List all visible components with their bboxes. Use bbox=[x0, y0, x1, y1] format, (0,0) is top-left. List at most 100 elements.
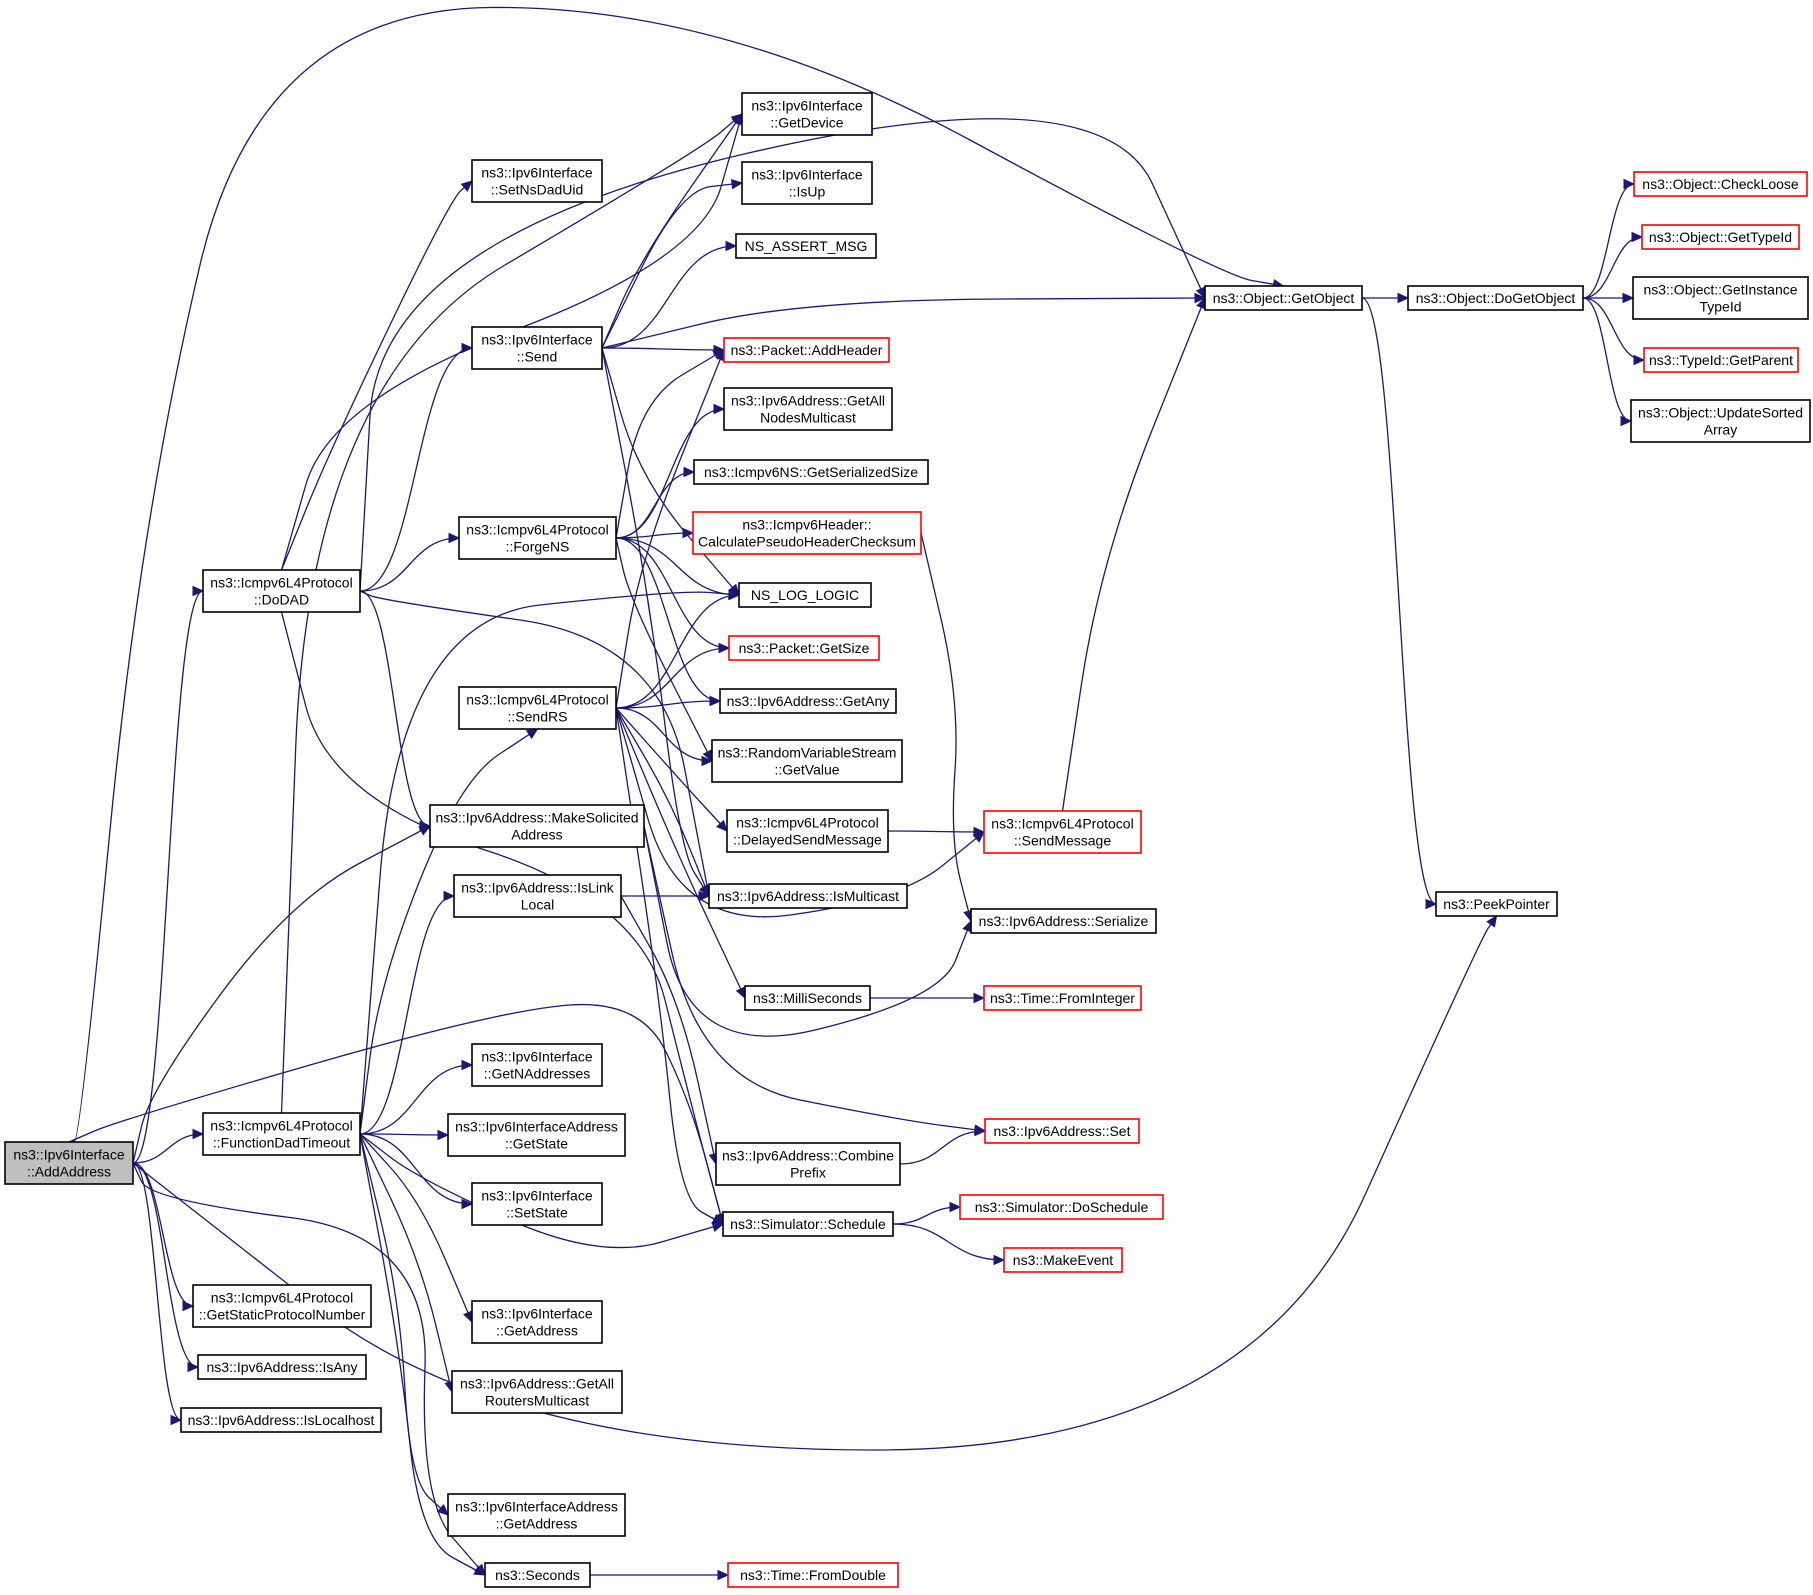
node-sendrs[interactable]: ns3::Icmpv6L4Protocol::SendRS bbox=[458, 686, 617, 730]
edge-schedule-to-doschedule bbox=[892, 1201, 962, 1225]
node-box bbox=[744, 985, 871, 1011]
node-setstate[interactable]: ns3::Ipv6Interface::SetState bbox=[471, 1182, 603, 1226]
node-label: ns3::Icmpv6Header:: bbox=[742, 517, 871, 533]
node-addrset[interactable]: ns3::Ipv6Address::Set bbox=[984, 1118, 1140, 1144]
node-schedule[interactable]: ns3::Simulator::Schedule bbox=[722, 1211, 894, 1237]
node-label: ns3::Object::GetObject bbox=[1213, 290, 1355, 306]
edge-dogetobject-to-checkloose bbox=[1582, 178, 1636, 299]
node-box bbox=[722, 1211, 894, 1237]
node-label: ::DelayedSendMessage bbox=[733, 832, 882, 848]
edge-seconds-to-fromdouble bbox=[589, 1569, 730, 1581]
node-nslog[interactable]: NS_LOG_LOGIC bbox=[738, 582, 872, 608]
edge-root-to-islocalhost bbox=[132, 1162, 183, 1426]
node-makeevent[interactable]: ns3::MakeEvent bbox=[1003, 1247, 1123, 1273]
node-label: ::GetStaticProtocolNumber bbox=[199, 1307, 366, 1323]
node-label: ::Send bbox=[517, 349, 557, 365]
edge-forgens-to-getsize bbox=[615, 537, 731, 654]
node-label: ns3::Ipv6Interface bbox=[481, 1049, 593, 1065]
node-box bbox=[735, 233, 877, 259]
node-label: ::IsUp bbox=[789, 184, 826, 200]
node-gspn[interactable]: ns3::Icmpv6L4Protocol::GetStaticProtocol… bbox=[192, 1284, 372, 1328]
node-rvsgetvalue[interactable]: ns3::RandomVariableStream::GetValue bbox=[711, 739, 903, 783]
node-label: ns3::Simulator::DoSchedule bbox=[975, 1199, 1149, 1215]
node-milliseconds[interactable]: ns3::MilliSeconds bbox=[744, 985, 871, 1011]
node-isany[interactable]: ns3::Ipv6Address::IsAny bbox=[197, 1354, 367, 1380]
node-dodad[interactable]: ns3::Icmpv6L4Protocol::DoDAD bbox=[202, 569, 361, 613]
edge-sendmessage-to-getobject bbox=[1061, 296, 1206, 812]
node-ifaddrgetaddr[interactable]: ns3::Ipv6InterfaceAddress::GetAddress bbox=[447, 1493, 626, 1537]
edge-islinklocal-to-ismulticast bbox=[621, 890, 711, 902]
edge-root-to-gspn bbox=[132, 1162, 195, 1312]
node-calcpseudo[interactable]: ns3::Icmpv6Header::CalculatePseudoHeader… bbox=[692, 511, 922, 555]
node-label: ns3::MakeEvent bbox=[1013, 1252, 1113, 1268]
node-label: NS_ASSERT_MSG bbox=[745, 238, 868, 254]
node-box bbox=[1632, 276, 1809, 320]
node-label: ::GetDevice bbox=[770, 115, 843, 131]
node-label: ns3::Ipv6Interface bbox=[481, 1306, 593, 1322]
node-root[interactable]: ns3::Ipv6Interface::AddAddress bbox=[4, 1141, 134, 1185]
node-fromdouble[interactable]: ns3::Time::FromDouble bbox=[727, 1562, 899, 1588]
node-box bbox=[451, 1370, 623, 1414]
edge-delayedsend-to-sendmessage bbox=[887, 826, 986, 838]
node-box bbox=[1643, 347, 1799, 373]
node-islocalhost[interactable]: ns3::Ipv6Address::IsLocalhost bbox=[180, 1407, 382, 1433]
node-serialize[interactable]: ns3::Ipv6Address::Serialize bbox=[970, 908, 1157, 934]
node-checkloose[interactable]: ns3::Object::CheckLoose bbox=[1633, 171, 1808, 197]
node-box bbox=[984, 1118, 1140, 1144]
edge-sendrs-to-rvsgetvalue bbox=[615, 707, 714, 767]
node-getdevice[interactable]: ns3::Ipv6Interface::GetDevice bbox=[741, 92, 873, 136]
node-peekpointer[interactable]: ns3::PeekPointer bbox=[1435, 891, 1558, 917]
node-label: ns3::Ipv6Address::IsMulticast bbox=[717, 888, 899, 904]
edge-fdt-to-getallrouters bbox=[359, 1133, 455, 1394]
node-getsize[interactable]: ns3::Packet::GetSize bbox=[728, 635, 880, 661]
node-box bbox=[202, 569, 361, 613]
node-label: CalculatePseudoHeaderChecksum bbox=[698, 534, 916, 550]
edge-combineprefix-to-addrset bbox=[899, 1125, 987, 1165]
node-fdt[interactable]: ns3::Icmpv6L4Protocol::FunctionDadTimeou… bbox=[202, 1112, 361, 1156]
node-box bbox=[959, 1194, 1164, 1220]
node-box bbox=[719, 688, 897, 714]
node-getparent[interactable]: ns3::TypeId::GetParent bbox=[1643, 347, 1799, 373]
edge-sendrs-to-nslog bbox=[615, 589, 741, 709]
node-ifgetaddr[interactable]: ns3::Ipv6Interface::GetAddress bbox=[471, 1300, 603, 1344]
node-box bbox=[1630, 399, 1811, 443]
node-gettypeid[interactable]: ns3::Object::GetTypeId bbox=[1641, 224, 1800, 250]
edge-fdt-to-sendrs bbox=[359, 728, 539, 1135]
node-seconds[interactable]: ns3::Seconds bbox=[484, 1562, 591, 1588]
node-getobject[interactable]: ns3::Object::GetObject bbox=[1204, 285, 1363, 311]
node-label: ns3::Icmpv6L4Protocol bbox=[991, 816, 1133, 832]
node-label: ns3::Ipv6Interface bbox=[751, 98, 863, 114]
edge-send-to-getobject bbox=[601, 292, 1207, 349]
edge-makesol-to-serialize bbox=[643, 825, 973, 1037]
node-ismulticast[interactable]: ns3::Ipv6Address::IsMulticast bbox=[708, 883, 908, 909]
node-forgens[interactable]: ns3::Icmpv6L4Protocol::ForgeNS bbox=[458, 516, 617, 560]
node-addheader[interactable]: ns3::Packet::AddHeader bbox=[723, 337, 890, 363]
node-delayedsend[interactable]: ns3::Icmpv6L4Protocol::DelayedSendMessag… bbox=[726, 809, 889, 853]
node-send[interactable]: ns3::Ipv6Interface::Send bbox=[471, 326, 603, 370]
node-setnsdaduid[interactable]: ns3::Ipv6Interface::SetNsDadUid bbox=[471, 159, 603, 203]
node-frominteger[interactable]: ns3::Time::FromInteger bbox=[983, 985, 1142, 1011]
node-doschedule[interactable]: ns3::Simulator::DoSchedule bbox=[959, 1194, 1164, 1220]
node-getnaddr[interactable]: ns3::Ipv6Interface::GetNAddresses bbox=[471, 1043, 603, 1087]
node-label: ns3::Object::GetInstance bbox=[1643, 282, 1797, 298]
node-getstate[interactable]: ns3::Ipv6InterfaceAddress::GetState bbox=[447, 1113, 626, 1157]
node-label: ::AddAddress bbox=[27, 1164, 111, 1180]
node-box bbox=[1641, 224, 1800, 250]
edge-dogetobject-to-getparent bbox=[1582, 297, 1646, 366]
node-getany[interactable]: ns3::Ipv6Address::GetAny bbox=[719, 688, 897, 714]
node-sendmessage[interactable]: ns3::Icmpv6L4Protocol::SendMessage bbox=[983, 810, 1142, 854]
node-assertmsg[interactable]: NS_ASSERT_MSG bbox=[735, 233, 877, 259]
edge-dodad-to-forgens bbox=[359, 532, 461, 592]
node-dogetobject[interactable]: ns3::Object::DoGetObject bbox=[1407, 285, 1584, 311]
edge-dodad-to-ismulticast bbox=[359, 590, 713, 898]
node-isup[interactable]: ns3::Ipv6Interface::IsUp bbox=[741, 161, 873, 205]
node-nsgetser[interactable]: ns3::Icmpv6NS::GetSerializedSize bbox=[693, 459, 929, 485]
